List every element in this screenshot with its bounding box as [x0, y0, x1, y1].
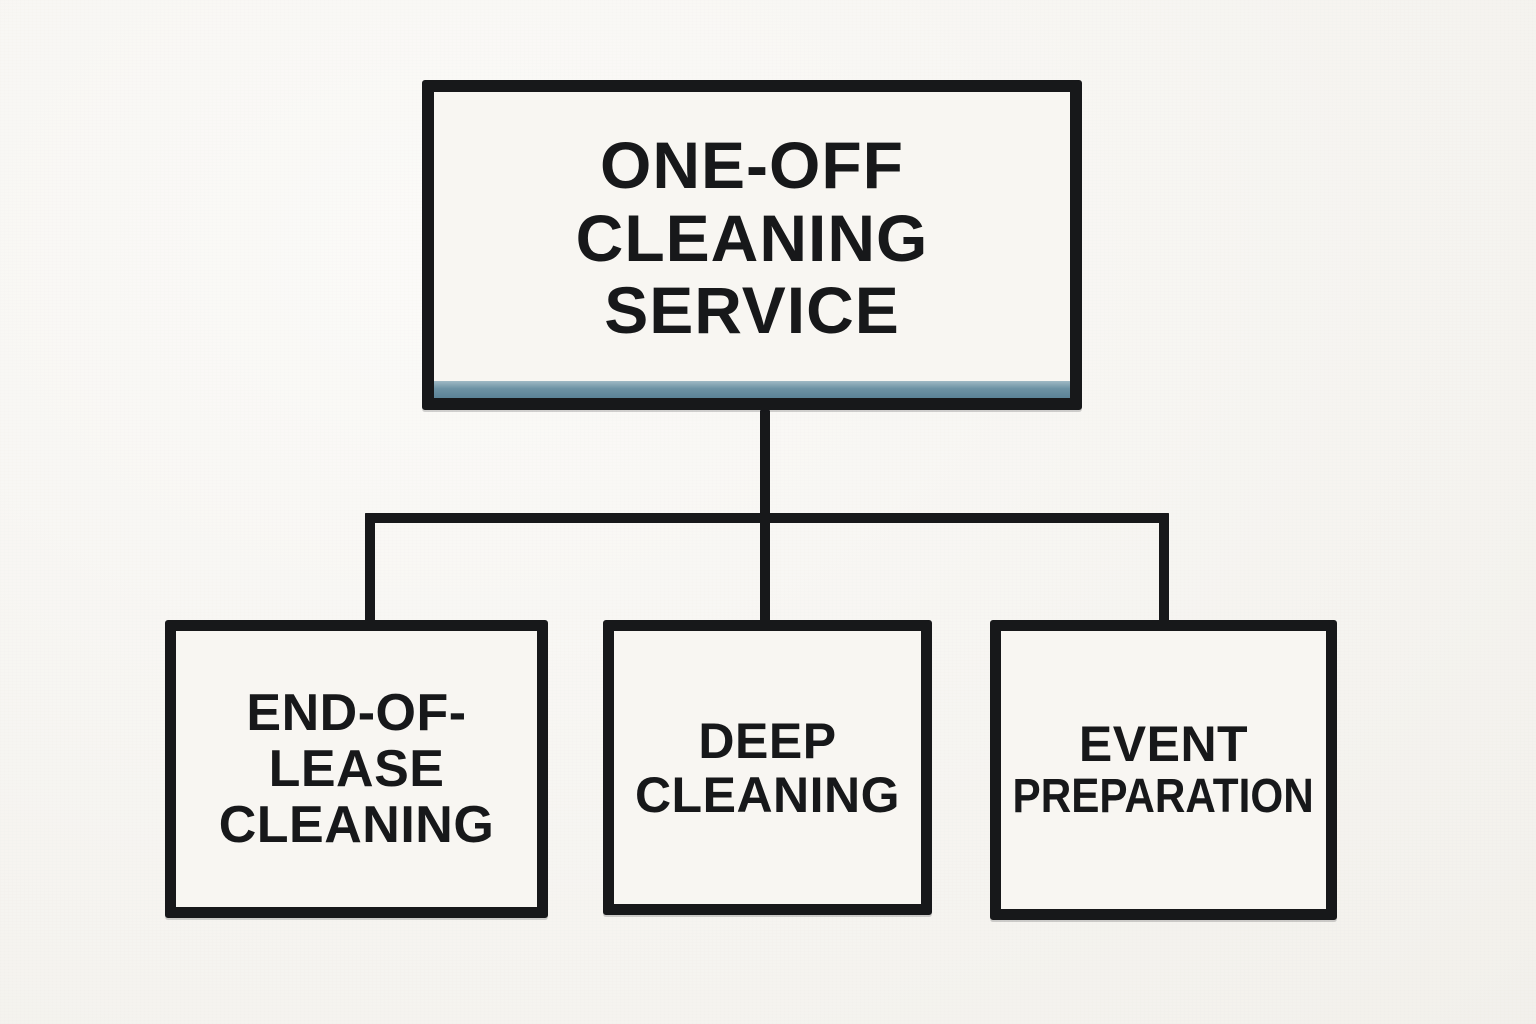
connector-drop-event-preparation — [1159, 513, 1169, 625]
child-0-line-2: LEASE — [268, 739, 445, 798]
child-0-line-3: CLEANING — [218, 796, 495, 855]
root-title-line-3: SERVICE — [604, 273, 900, 348]
child-0-line-1: END-OF- — [246, 683, 467, 742]
node-end-of-lease-cleaning[interactable]: END-OF- LEASE CLEANING — [165, 620, 548, 918]
child-1-line-1: DEEP — [698, 712, 837, 769]
child-2-line-1: EVENT — [1078, 716, 1249, 773]
connector-drop-deep-cleaning — [760, 513, 770, 625]
root-title-line-1: ONE-OFF — [600, 128, 904, 203]
node-event-preparation[interactable]: EVENT PREPARATION — [990, 620, 1337, 920]
node-deep-cleaning[interactable]: DEEP CLEANING — [603, 620, 932, 915]
node-one-off-cleaning-service[interactable]: ONE-OFF CLEANING SERVICE — [422, 80, 1082, 410]
root-title-line-2: CLEANING — [575, 200, 929, 275]
child-2-line-2: PREPARATION — [1012, 770, 1315, 824]
connector-trunk — [760, 410, 770, 522]
child-1-line-2: CLEANING — [634, 766, 901, 823]
root-accent-strip — [434, 381, 1070, 398]
connector-drop-end-of-lease-cleaning — [365, 513, 375, 625]
